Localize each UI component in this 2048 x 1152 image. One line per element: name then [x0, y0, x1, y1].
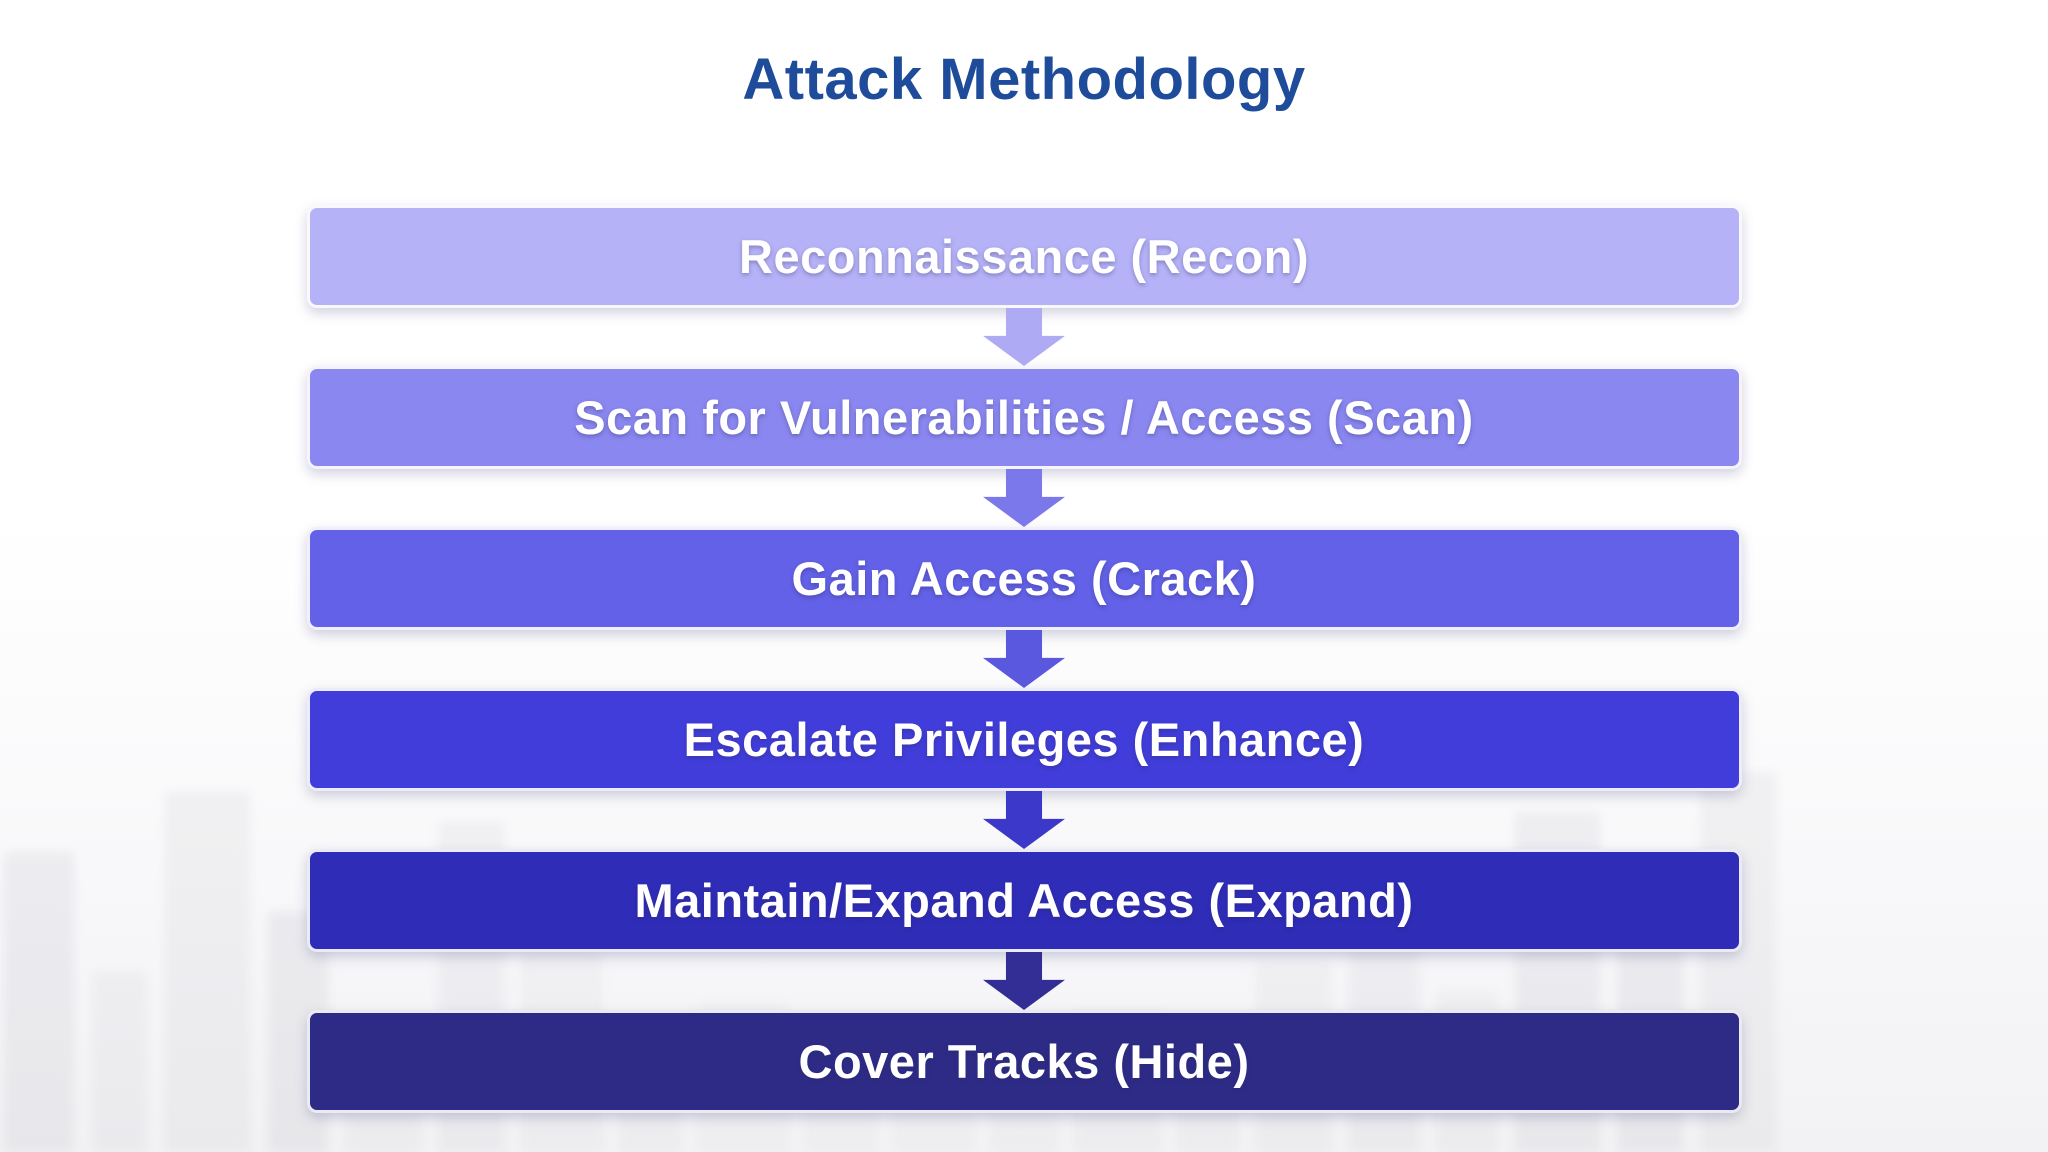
page-title: Attack Methodology — [742, 47, 1306, 112]
step-enhance: Escalate Privileges (Enhance) — [306, 688, 1742, 791]
arrow-slot — [983, 308, 1065, 366]
down-arrow-icon — [983, 469, 1065, 527]
arrow-slot — [983, 469, 1065, 527]
arrow-slot — [983, 952, 1065, 1010]
step-expand-label: Maintain/Expand Access (Expand) — [634, 874, 1414, 927]
step-hide: Cover Tracks (Hide) — [306, 1010, 1742, 1113]
down-arrow-icon — [983, 308, 1065, 366]
arrow-slot — [983, 630, 1065, 688]
arrow-slot — [983, 791, 1065, 849]
step-scan: Scan for Vulnerabilities / Access (Scan) — [306, 366, 1742, 469]
methodology-stack: Reconnaissance (Recon) Scan for Vulnerab… — [306, 205, 1742, 1113]
down-arrow-icon — [983, 630, 1065, 688]
step-scan-label: Scan for Vulnerabilities / Access (Scan) — [574, 391, 1474, 444]
step-hide-label: Cover Tracks (Hide) — [798, 1035, 1250, 1088]
down-arrow-icon — [983, 952, 1065, 1010]
step-enhance-label: Escalate Privileges (Enhance) — [683, 713, 1365, 766]
step-crack: Gain Access (Crack) — [306, 527, 1742, 630]
down-arrow-icon — [983, 791, 1065, 849]
step-recon: Reconnaissance (Recon) — [306, 205, 1742, 308]
step-expand: Maintain/Expand Access (Expand) — [306, 849, 1742, 952]
step-recon-label: Reconnaissance (Recon) — [739, 230, 1309, 283]
step-crack-label: Gain Access (Crack) — [791, 552, 1257, 605]
